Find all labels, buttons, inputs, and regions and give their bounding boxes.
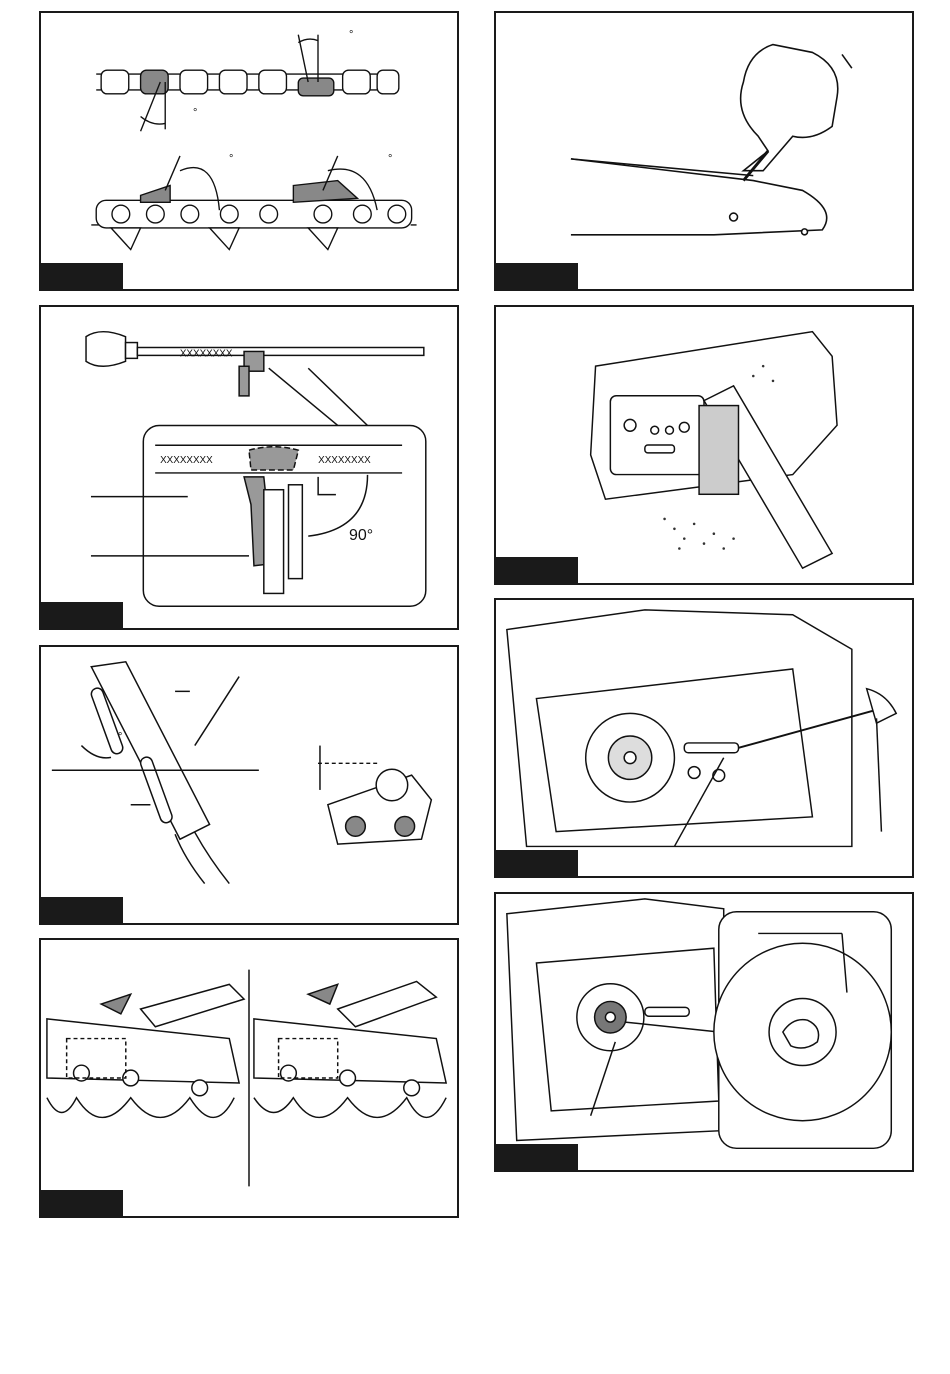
file-holder-illustration xyxy=(41,647,457,923)
figure-oil-hole xyxy=(494,598,914,878)
figure-file-90: XXXXXXXX XXXXXXXX XXXXXXXX 90° xyxy=(39,305,459,630)
flat-file-depth-gauge-illustration xyxy=(41,940,457,1216)
figure-number-tab xyxy=(41,263,123,289)
sprocket-inspection-illustration xyxy=(496,894,912,1170)
svg-text:XXXXXXXX: XXXXXXXX xyxy=(318,455,371,466)
file-perpendicular-illustration: XXXXXXXX XXXXXXXX XXXXXXXX xyxy=(41,307,457,628)
figure-flat-file xyxy=(39,938,459,1218)
figure-bar-gauge xyxy=(494,11,914,291)
figure-number-tab xyxy=(496,557,578,583)
brush-cleaning-sprocket-illustration xyxy=(496,307,912,583)
degree-mark-3: ° xyxy=(229,153,233,165)
figure-sprocket xyxy=(494,892,914,1172)
degree-mark-1: ° xyxy=(349,29,353,41)
oil-hole-cleaning-illustration xyxy=(496,600,912,876)
svg-text:XXXXXXXX: XXXXXXXX xyxy=(180,348,233,359)
degree-mark: ° xyxy=(118,731,122,743)
figure-file-holder: ° xyxy=(39,645,459,925)
figure-number-tab xyxy=(496,263,578,289)
degree-mark-4: ° xyxy=(388,153,392,165)
figure-number-tab xyxy=(41,1190,123,1216)
figure-number-tab xyxy=(41,897,123,923)
degree-mark-2: ° xyxy=(193,107,197,119)
hand-measuring-bar-illustration xyxy=(496,13,912,289)
figure-number-tab xyxy=(496,850,578,876)
svg-text:XXXXXXXX: XXXXXXXX xyxy=(160,455,213,466)
figure-number-tab xyxy=(496,1144,578,1170)
figure-chain-angles: ° ° ° ° xyxy=(39,11,459,291)
angle-label-90: 90° xyxy=(349,527,373,545)
chain-top-and-side-illustration xyxy=(41,13,457,289)
figure-number-tab xyxy=(41,602,123,628)
figure-brush-cleaning xyxy=(494,305,914,585)
